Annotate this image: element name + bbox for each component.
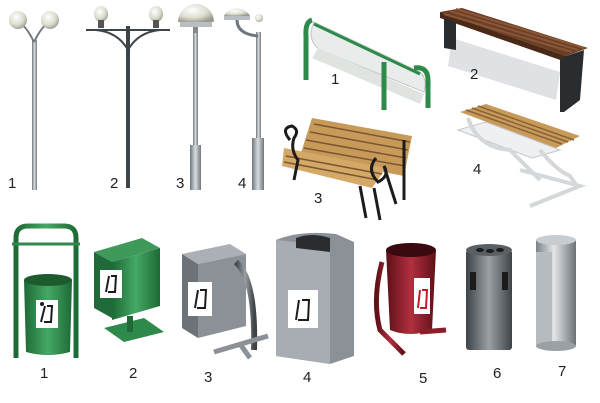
trash-bin-7: [536, 235, 576, 351]
bin-label-2: 2: [129, 365, 138, 382]
street-lamp-3: [178, 4, 214, 190]
bench-3: [282, 118, 412, 221]
bin-label-7: 7: [558, 363, 567, 380]
bin-label-6: 6: [493, 365, 502, 382]
bench-label-3: 3: [314, 190, 323, 207]
street-lamp-2: [86, 6, 170, 188]
lamp-label-2: 2: [110, 175, 119, 192]
bin-label-5: 5: [419, 370, 428, 387]
street-lamp-1: [9, 11, 59, 190]
trash-bin-4: [276, 232, 354, 364]
lamp-label-3: 3: [176, 175, 185, 192]
trash-bin-2: [94, 238, 164, 342]
bench-label-1: 1: [331, 71, 340, 88]
bench-label-4: 4: [473, 161, 482, 178]
lamp-label-4: 4: [238, 175, 247, 192]
bench-label-2: 2: [470, 66, 479, 83]
bench-4: [456, 104, 587, 208]
lamp-label-1: 1: [8, 175, 17, 192]
street-lamp-4: [224, 8, 264, 190]
bench-1: [303, 17, 431, 110]
bin-label-4: 4: [303, 369, 312, 386]
trash-bin-6: [466, 244, 512, 350]
bin-label-1: 1: [40, 365, 49, 382]
trash-bin-3: [182, 244, 269, 360]
trash-bin-1: [12, 223, 80, 358]
bench-2: [440, 8, 588, 112]
trash-bin-5: [373, 243, 447, 356]
bin-label-3: 3: [204, 369, 213, 386]
